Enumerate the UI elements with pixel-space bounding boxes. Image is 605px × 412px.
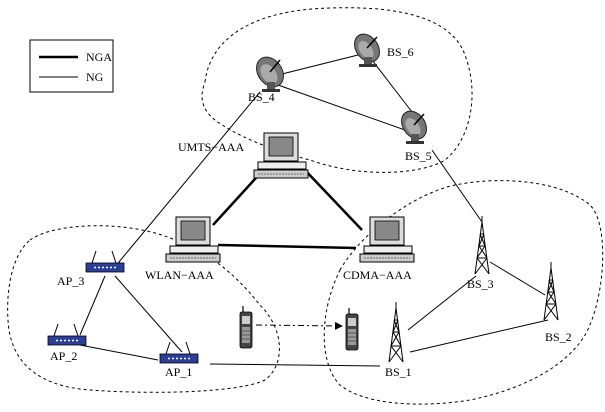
ap1-node: AP_1 xyxy=(159,341,199,379)
legend-label-nga: NGA xyxy=(86,50,112,64)
link-wlan-cdma xyxy=(217,243,357,250)
region-cdma xyxy=(323,180,604,405)
link-bs5-bs3 xyxy=(431,149,483,223)
mobile-phone-icon xyxy=(239,306,253,349)
ap3-node: AP_3 xyxy=(57,250,125,288)
wlan-node: WLAN−AAA xyxy=(145,216,221,282)
bs2-label: BS_2 xyxy=(545,330,572,344)
umts-label: UMTS−AAA xyxy=(178,140,244,154)
legend: NGA NG xyxy=(29,39,114,93)
link-bs4-bs6 xyxy=(277,54,359,76)
umts-node: UMTS−AAA xyxy=(178,132,309,179)
region-umts xyxy=(201,7,473,173)
bs3-label: BS_3 xyxy=(467,277,494,291)
link-bs4-ap3 xyxy=(113,91,261,269)
cell-tower-icon xyxy=(543,262,559,321)
bs4-node: BS_4 xyxy=(248,56,284,104)
bs6-node: BS_6 xyxy=(354,33,414,67)
link-umts-cdma xyxy=(302,167,363,231)
cdma-label: CDMA−AAA xyxy=(343,268,412,282)
link-ap1-bs1 xyxy=(209,363,381,367)
bs5-label: BS_5 xyxy=(405,149,432,163)
legend-box xyxy=(29,39,114,93)
mobile-phone-icon xyxy=(345,308,359,351)
cdma-node: CDMA−AAA xyxy=(343,216,415,282)
legend-label-ng: NG xyxy=(86,70,104,84)
wlan-label: WLAN−AAA xyxy=(145,268,214,282)
access-point-icon xyxy=(85,250,125,273)
region-wlan xyxy=(7,225,280,393)
link-bs1-bs3 xyxy=(407,275,477,331)
bs6-label: BS_6 xyxy=(387,45,414,59)
cell-tower-icon xyxy=(388,302,404,363)
link-ap3-ap2 xyxy=(79,275,106,336)
domain-regions xyxy=(7,7,604,405)
link-ap2-ap1 xyxy=(79,344,159,361)
satellite-dish-icon xyxy=(256,56,284,92)
bs3-node: BS_3 xyxy=(467,216,494,291)
ap2-node: AP_2 xyxy=(47,323,87,363)
bs1-label: BS_1 xyxy=(385,365,412,379)
satellite-dish-icon xyxy=(354,33,380,67)
ap2-label: AP_2 xyxy=(50,349,77,363)
computer-icon xyxy=(253,132,309,179)
access-point-icon xyxy=(47,323,87,346)
link-bs1-bs2 xyxy=(409,319,549,353)
computer-icon xyxy=(165,216,221,263)
link-bs4-bs5 xyxy=(277,84,406,131)
handover-arrow xyxy=(255,321,343,330)
ap1-label: AP_1 xyxy=(165,365,192,379)
bs1-node: BS_1 xyxy=(385,302,412,379)
cell-tower-icon xyxy=(474,216,490,275)
bs5-node: BS_5 xyxy=(401,110,432,163)
links-layer xyxy=(79,54,549,367)
ap3-label: AP_3 xyxy=(57,274,84,288)
computer-icon xyxy=(359,216,415,263)
satellite-dish-icon xyxy=(401,110,427,144)
bs2-node: BS_2 xyxy=(543,262,572,344)
bs4-label: BS_4 xyxy=(248,90,275,104)
link-bs3-bs2 xyxy=(489,261,546,296)
link-ap3-ap1 xyxy=(114,275,183,353)
access-point-icon xyxy=(159,341,199,364)
link-bs6-bs5 xyxy=(371,59,413,113)
